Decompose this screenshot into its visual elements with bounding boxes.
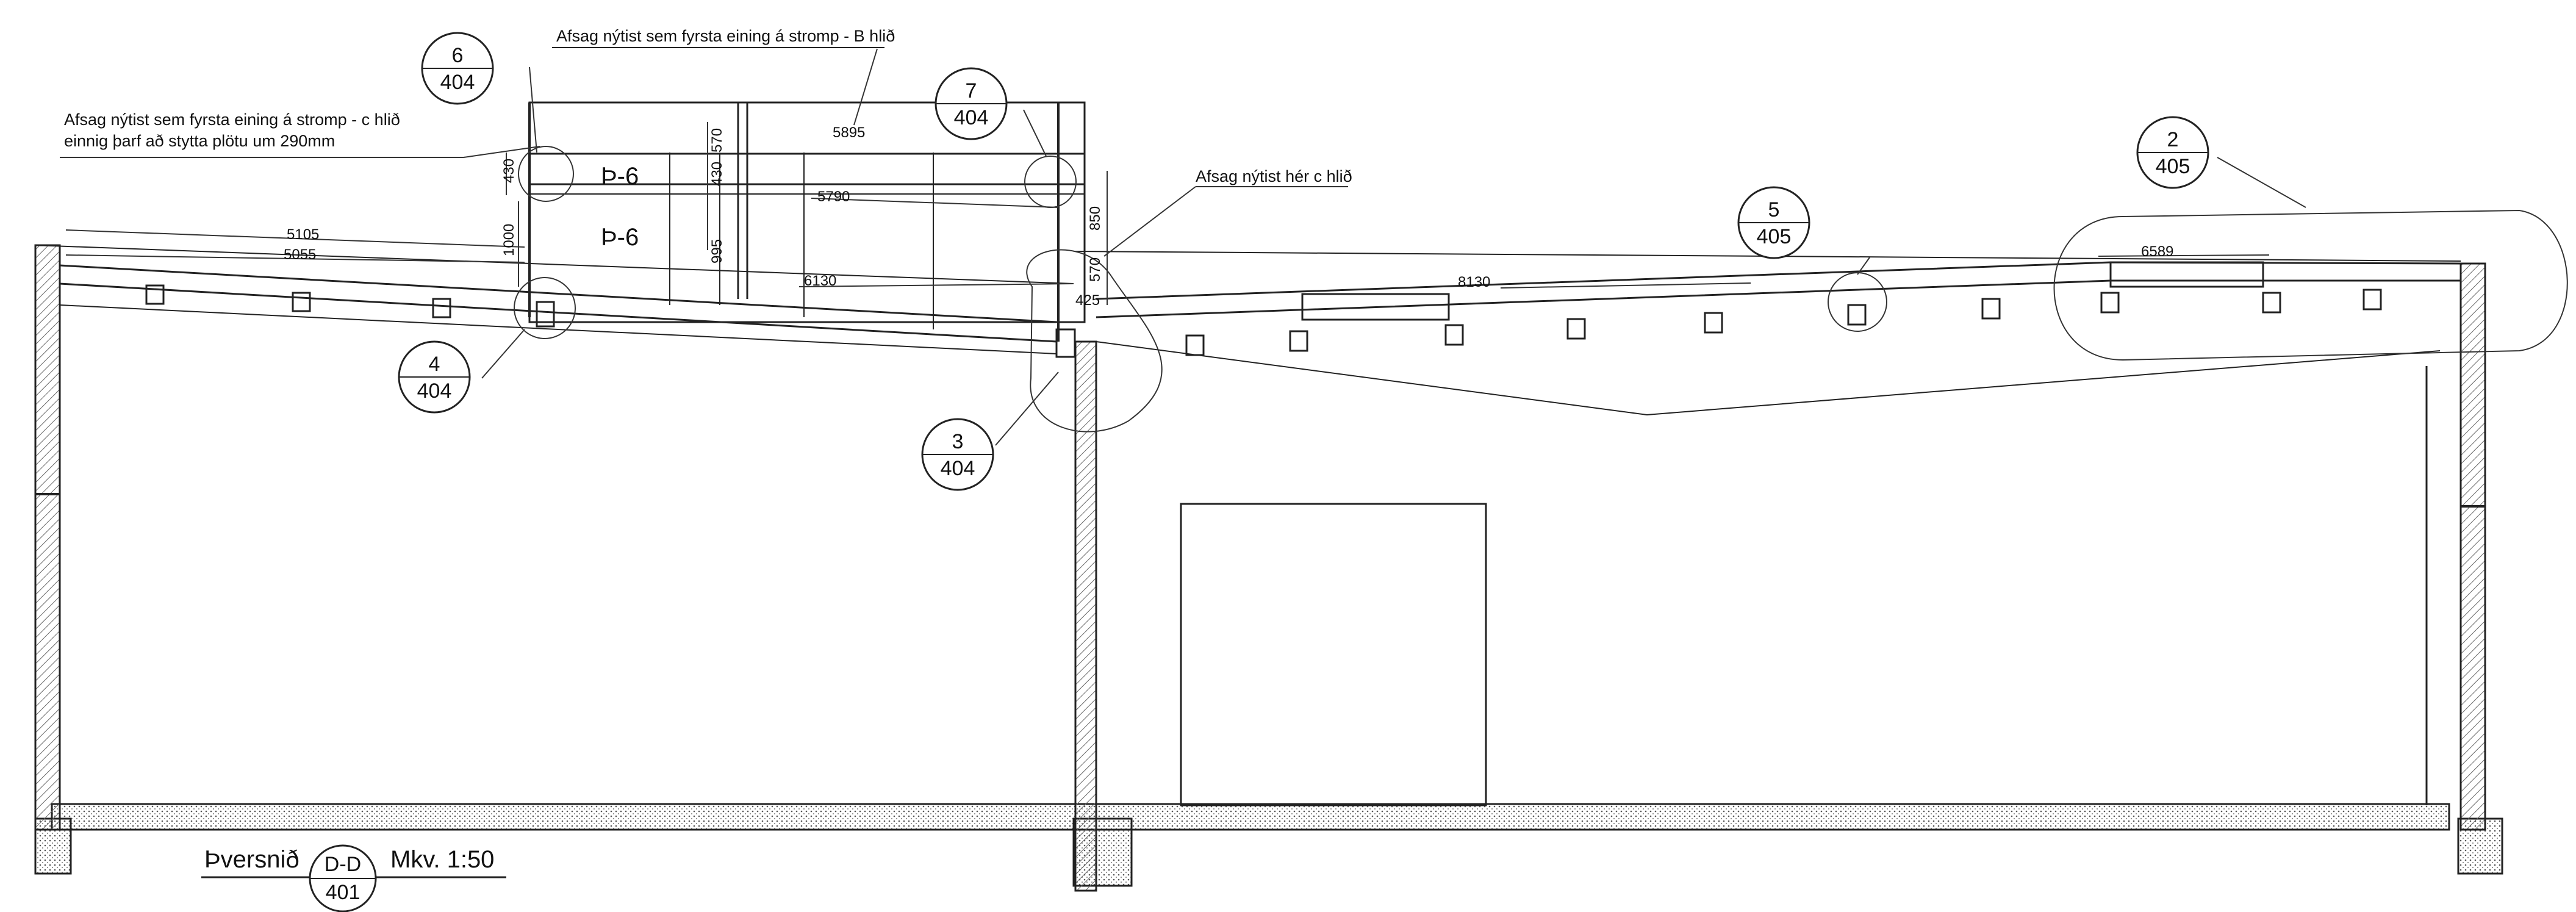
detail-tag-sheet: 404 — [440, 71, 475, 94]
detail-tag-number: 2 — [2167, 128, 2179, 151]
dim-570-left: 570 — [709, 128, 725, 153]
floor-slab — [51, 803, 2450, 831]
dim-425: 425 — [1075, 292, 1100, 309]
note-c-side-line1: Afsag nýtist sem fyrsta eining á stromp … — [64, 110, 400, 129]
dim-1000: 1000 — [501, 224, 517, 256]
dim-8130: 8130 — [1458, 274, 1490, 290]
detail-tag-4-404: 4 404 — [398, 340, 471, 414]
dim-5055: 5055 — [284, 246, 316, 263]
dim-5105: 5105 — [287, 226, 319, 243]
dim-430-left: 430 — [501, 159, 517, 183]
door-opening — [1180, 503, 1487, 806]
chimney-box — [528, 101, 1086, 342]
detail-tag-7-404: 7 404 — [935, 67, 1008, 140]
scale-label: Mkv. 1:50 — [390, 846, 494, 873]
note-here-c-side: Afsag nýtist hér c hlið — [1196, 167, 1352, 185]
dim-570-right: 570 — [1087, 257, 1103, 282]
tag-leaders — [60, 48, 2306, 446]
title-block: Þversnið D-D 401 Mkv. 1:50 — [201, 844, 506, 912]
detail-tag-3-404: 3 404 — [921, 418, 994, 491]
building-structure — [34, 48, 2568, 892]
detail-tag-5-405: 5 405 — [1737, 186, 1810, 259]
detail-tag-number: 7 — [966, 79, 977, 102]
dimension-labels: 5895 5790 570 430 430 995 1000 5105 5055… — [284, 124, 2173, 309]
section-sheet: 401 — [326, 881, 361, 904]
detail-tag-sheet: 404 — [954, 106, 989, 129]
detail-tag-2-405: 2 405 — [2136, 116, 2209, 189]
detail-tag-sheet: 405 — [2156, 155, 2190, 178]
section-title: Þversnið — [204, 846, 300, 873]
left-roof — [35, 245, 1074, 354]
detail-tag-sheet: 405 — [1757, 225, 1792, 248]
dim-850: 850 — [1087, 206, 1103, 231]
detail-tag-sheet: 404 — [417, 379, 452, 403]
note-c-side-line2: einnig þarf að stytta plötu um 290mm — [64, 132, 335, 150]
right-roof — [1073, 251, 2461, 416]
dim-6130: 6130 — [804, 273, 836, 289]
detail-tag-number: 3 — [952, 430, 964, 453]
dim-430-mid: 430 — [709, 162, 725, 186]
left-wall — [34, 244, 61, 831]
panel-label-lower: Þ-6 — [601, 224, 639, 251]
middle-wall — [1074, 340, 1097, 892]
detail-tag-number: 4 — [429, 353, 440, 376]
detail-tag-number: 5 — [1768, 198, 1780, 221]
dim-6589: 6589 — [2141, 243, 2173, 260]
detail-tag-sheet: 404 — [941, 457, 975, 480]
right-wall — [2459, 262, 2486, 831]
note-b-side: Afsag nýtist sem fyrsta eining á stromp … — [556, 27, 895, 45]
detail-tag-6-404: 6 404 — [421, 32, 494, 105]
panel-label-upper: Þ-6 — [601, 163, 639, 190]
dim-5895: 5895 — [833, 124, 865, 141]
dim-995: 995 — [709, 239, 725, 264]
dim-5790: 5790 — [817, 189, 850, 205]
purlin-hangers — [145, 284, 2382, 358]
detail-callouts — [514, 146, 2568, 433]
section-id: D-D — [325, 853, 361, 876]
dimension-lines — [65, 122, 2270, 305]
detail-tag-number: 6 — [452, 44, 464, 67]
